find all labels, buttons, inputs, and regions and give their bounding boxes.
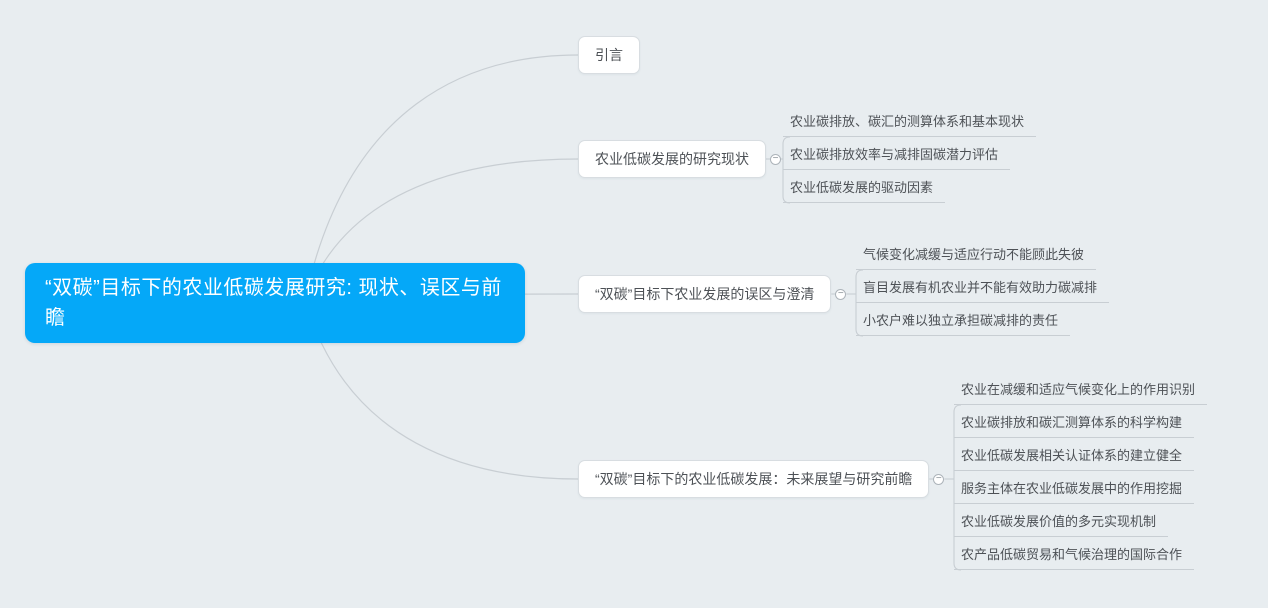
branch-topic-label: “双碳”目标下的农业低碳发展：未来展望与研究前瞻 [595, 471, 913, 487]
subtopic-label: 服务主体在农业低碳发展中的作用挖掘 [961, 481, 1183, 496]
subtopic[interactable]: 农业碳排放和碳汇测算体系的科学构建 [954, 405, 1195, 438]
minus-icon: − [772, 152, 779, 164]
branch-topic-label: 引言 [595, 47, 623, 63]
subtopic[interactable]: 农业碳排放效率与减排固碳潜力评估 [783, 137, 1011, 170]
subtopic[interactable]: 农产品低碳贸易和气候治理的国际合作 [954, 537, 1195, 570]
branch-topic[interactable]: “双碳”目标下的农业低碳发展：未来展望与研究前瞻 [578, 460, 930, 498]
subtopic-label: 农业低碳发展的驱动因素 [790, 180, 934, 195]
subtopic[interactable]: 农业低碳发展相关认证体系的建立健全 [954, 438, 1195, 471]
branch-topic[interactable]: 农业低碳发展的研究现状 [578, 140, 766, 178]
branch-topic-label: “双碳”目标下农业发展的误区与澄清 [595, 286, 815, 302]
branch-topic-label: 农业低碳发展的研究现状 [595, 151, 749, 167]
subtopic-label: 农产品低碳贸易和气候治理的国际合作 [961, 547, 1183, 562]
root-topic-label: “双碳”目标下的农业低碳发展研究: 现状、误区与前瞻 [45, 277, 502, 329]
branch-topic[interactable]: “双碳”目标下农业发展的误区与澄清 [578, 275, 832, 313]
collapse-button[interactable]: − [835, 287, 847, 300]
subtopic[interactable]: 小农户难以独立承担碳减排的责任 [856, 303, 1071, 336]
minus-icon: − [935, 472, 942, 484]
subtopic[interactable]: 服务主体在农业低碳发展中的作用挖掘 [954, 471, 1195, 504]
subtopic[interactable]: 盲目发展有机农业并不能有效助力碳减排 [856, 270, 1110, 303]
branch-topic[interactable]: 引言 [578, 36, 640, 74]
subtopic-label: 农业碳排放和碳汇测算体系的科学构建 [961, 415, 1183, 430]
subtopic[interactable]: 气候变化减缓与适应行动不能顾此失彼 [856, 237, 1097, 270]
subtopic[interactable]: 农业低碳发展的驱动因素 [783, 170, 946, 203]
subtopic-label: 小农户难以独立承担碳减排的责任 [863, 313, 1059, 328]
collapse-button[interactable]: − [933, 472, 945, 485]
subtopic-label: 盲目发展有机农业并不能有效助力碳减排 [863, 280, 1098, 295]
root-topic[interactable]: “双碳”目标下的农业低碳发展研究: 现状、误区与前瞻 [25, 263, 525, 343]
subtopic-label: 农业低碳发展价值的多元实现机制 [961, 514, 1157, 529]
subtopic-label: 农业碳排放、碳汇的测算体系和基本现状 [790, 114, 1025, 129]
subtopic-label: 气候变化减缓与适应行动不能顾此失彼 [863, 247, 1085, 262]
subtopic-label: 农业在减缓和适应气候变化上的作用识别 [961, 382, 1196, 397]
subtopic-group: 农业碳排放、碳汇的测算体系和基本现状农业碳排放效率与减排固碳潜力评估农业低碳发展… [783, 104, 1037, 203]
collapse-button[interactable]: − [770, 152, 781, 165]
minus-icon: − [837, 287, 844, 299]
subtopic-group: 气候变化减缓与适应行动不能顾此失彼盲目发展有机农业并不能有效助力碳减排小农户难以… [856, 237, 1110, 336]
subtopic-label: 农业碳排放效率与减排固碳潜力评估 [790, 147, 999, 162]
subtopic[interactable]: 农业碳排放、碳汇的测算体系和基本现状 [783, 104, 1037, 137]
subtopic-label: 农业低碳发展相关认证体系的建立健全 [961, 448, 1183, 463]
subtopic-group: 农业在减缓和适应气候变化上的作用识别农业碳排放和碳汇测算体系的科学构建农业低碳发… [954, 372, 1208, 570]
subtopic[interactable]: 农业在减缓和适应气候变化上的作用识别 [954, 372, 1208, 405]
subtopic[interactable]: 农业低碳发展价值的多元实现机制 [954, 504, 1169, 537]
